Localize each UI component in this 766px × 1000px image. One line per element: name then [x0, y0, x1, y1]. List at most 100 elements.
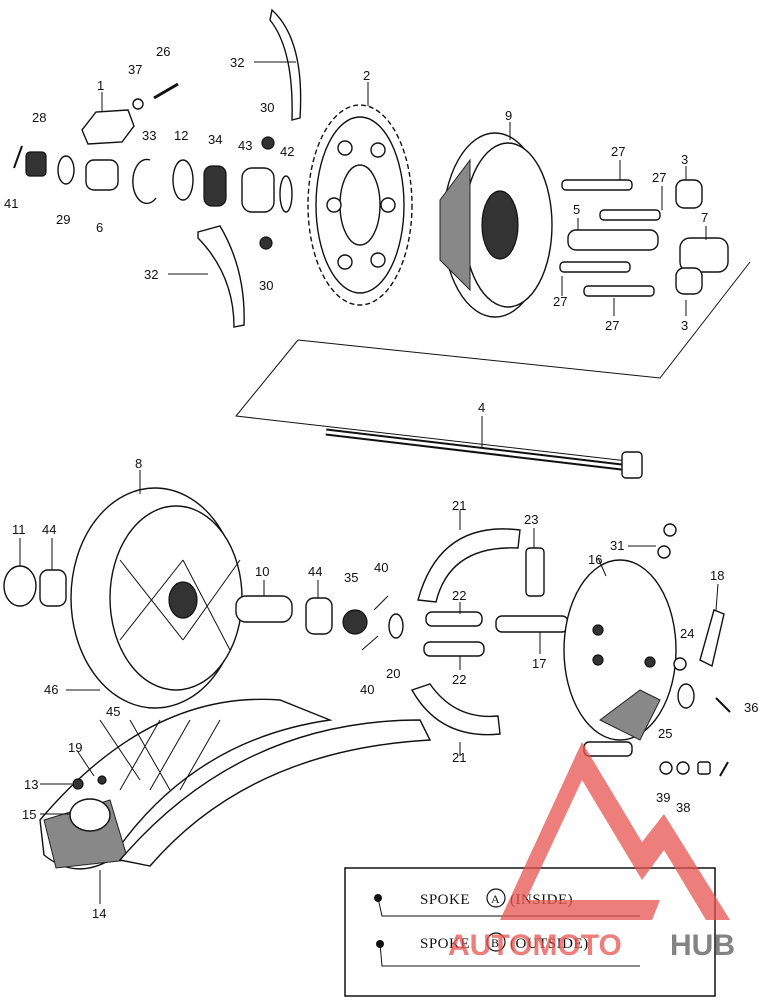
- callout-31: 31: [610, 538, 624, 553]
- stud-27-a: [561, 179, 633, 191]
- part-bolt-extra: [719, 761, 729, 777]
- callout-29: 29: [56, 212, 70, 227]
- axle-4-outline: [235, 261, 751, 463]
- part-nut-extra: [697, 761, 711, 775]
- callout-7: 7: [701, 210, 708, 225]
- callout-44b: 44: [308, 564, 322, 579]
- callout-labels: 1 2 3 3 4 5 6 7 8 9 10 11 12 13 14 15 16…: [4, 44, 758, 921]
- part-15-boot: [69, 798, 111, 832]
- callout-32a: 32: [230, 55, 244, 70]
- callout-17: 17: [532, 656, 546, 671]
- callout-20: 20: [386, 666, 400, 681]
- lower-assembly: [3, 487, 731, 870]
- part-37-washer: [132, 98, 144, 110]
- callout-5: 5: [573, 202, 580, 217]
- brake-shoe-21-bottom: [410, 683, 501, 736]
- part-41-pin: [13, 145, 23, 169]
- callout-24: 24: [680, 626, 694, 641]
- callout-25: 25: [658, 726, 672, 741]
- callout-1: 1: [97, 78, 104, 93]
- callout-23: 23: [524, 512, 538, 527]
- callout-43: 43: [238, 138, 252, 153]
- part-1-bracket: [81, 109, 135, 145]
- collar-7: [679, 237, 729, 273]
- callout-26: 26: [156, 44, 170, 59]
- part-35-cam: [342, 609, 368, 635]
- part-30-nut-top: [261, 136, 275, 150]
- spoke-a-letter: A: [491, 892, 500, 906]
- callout-41: 41: [4, 196, 18, 211]
- watermark-text-part2: HUB: [670, 929, 735, 962]
- callout-27b: 27: [652, 170, 666, 185]
- part-12-seal: [172, 159, 194, 201]
- callout-16: 16: [588, 552, 602, 567]
- part-36-pin: [715, 697, 731, 713]
- callout-15: 15: [22, 807, 36, 822]
- clip-40-bottom: [361, 635, 379, 651]
- part-42-circlip: [279, 175, 293, 213]
- part-38-nut: [676, 761, 690, 775]
- callout-3b: 3: [681, 318, 688, 333]
- bearing-44-right: [305, 597, 333, 635]
- callout-36: 36: [744, 700, 758, 715]
- pin-22-bottom: [423, 641, 485, 657]
- callout-39: 39: [656, 790, 670, 805]
- brake-panel-16: [563, 559, 677, 741]
- upper-assembly: [13, 8, 751, 479]
- spacer-5: [567, 229, 659, 251]
- callout-27c: 27: [553, 294, 567, 309]
- callout-22a: 22: [452, 588, 466, 603]
- callout-37: 37: [128, 62, 142, 77]
- callout-40b: 40: [360, 682, 374, 697]
- arm-18: [699, 609, 725, 668]
- part-34-bearing: [203, 165, 227, 207]
- spoke-b-icon: [379, 943, 640, 967]
- leader-lines: [19, 61, 719, 904]
- clip-40-top: [373, 595, 389, 611]
- callout-27d: 27: [605, 318, 619, 333]
- part-31-cap-bottom: [657, 545, 671, 559]
- spoke-b-row: SPOKE B (OUTSIDE): [376, 932, 640, 967]
- tire-band: [118, 719, 432, 867]
- callout-12: 12: [174, 128, 188, 143]
- callout-9: 9: [505, 108, 512, 123]
- part-28-nut: [25, 151, 47, 177]
- callout-8: 8: [135, 456, 142, 471]
- callout-10: 10: [255, 564, 269, 579]
- spoke-b-suffix: (OUTSIDE): [510, 936, 589, 952]
- spring-23: [525, 547, 545, 597]
- o-ring-11: [3, 565, 37, 607]
- callout-21a: 21: [452, 498, 466, 513]
- part-29-washer: [57, 155, 75, 185]
- callout-30a: 30: [260, 100, 274, 115]
- plate-32-top: [269, 8, 302, 121]
- part-33-circlip: [132, 158, 157, 205]
- spokes-45: [99, 719, 221, 791]
- callout-14: 14: [92, 906, 106, 921]
- callout-21b: 21: [452, 750, 466, 765]
- callout-35: 35: [344, 570, 358, 585]
- stud-27-c: [559, 261, 631, 273]
- stud-27-b: [599, 209, 661, 221]
- part-13: [72, 778, 84, 790]
- callout-44a: 44: [42, 522, 56, 537]
- part-43-bearing: [241, 167, 275, 213]
- part-31-cap-top: [663, 523, 677, 537]
- callout-45: 45: [106, 704, 120, 719]
- plate-32-bottom: [197, 225, 245, 328]
- spoke-b-prefix: SPOKE: [420, 936, 470, 952]
- callout-6: 6: [96, 220, 103, 235]
- automotohub-watermark: AUTOMOTO HUB: [448, 742, 735, 962]
- callout-33: 33: [142, 128, 156, 143]
- brake-rod: [583, 741, 633, 757]
- collar-10: [235, 595, 293, 623]
- callout-28: 28: [32, 110, 46, 125]
- part-20-washer: [388, 613, 404, 639]
- brake-shoe-21-top: [417, 528, 521, 603]
- callout-18: 18: [710, 568, 724, 583]
- axle-4: [325, 428, 643, 479]
- collar-3-bottom: [675, 267, 703, 295]
- callout-38: 38: [676, 800, 690, 815]
- watermark-text-part1: AUTOMOTO: [448, 929, 622, 962]
